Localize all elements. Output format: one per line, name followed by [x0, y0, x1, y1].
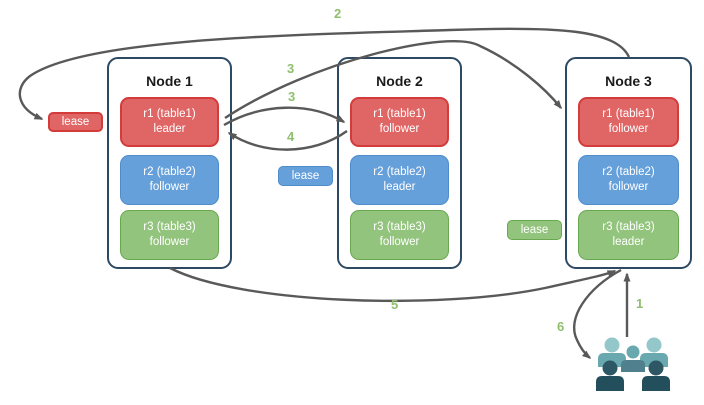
node-3-replica-r3: r3 (table3) leader [578, 210, 679, 260]
replica-role: leader [612, 236, 645, 248]
step-number-2: 2 [334, 6, 342, 21]
replica-label: r2 (table2) [373, 166, 426, 179]
step-number-5: 5 [391, 297, 399, 312]
replica-role: follower [149, 236, 190, 248]
step-number-6: 6 [557, 319, 565, 334]
replica-role: follower [149, 181, 190, 193]
node-3: Node 3 r1 (table1) follower r2 (table2) … [565, 57, 692, 269]
replica-label: r1 (table1) [143, 108, 196, 121]
step-number-3b: 3 [288, 89, 296, 104]
lease-badge-green: lease [507, 220, 562, 240]
step-number-3a: 3 [287, 61, 295, 76]
node-1-replica-r1: r1 (table1) leader [120, 97, 219, 147]
replica-role: follower [608, 123, 649, 135]
replica-role: leader [153, 123, 186, 135]
replica-label: r3 (table3) [373, 221, 426, 234]
node-3-replica-r2: r2 (table2) follower [578, 155, 679, 205]
node-1: Node 1 r1 (table1) leader r2 (table2) fo… [107, 57, 232, 269]
step-number-4: 4 [287, 129, 295, 144]
lease-badge-blue: lease [278, 166, 333, 186]
replica-role: follower [379, 123, 420, 135]
node-3-replica-r1: r1 (table1) follower [578, 97, 679, 147]
replica-label: r2 (table2) [602, 166, 655, 179]
arrow-step-5-node1-to-node3 [169, 266, 617, 303]
node-1-replica-r2: r2 (table2) follower [120, 155, 219, 205]
arrow-step-3-node1-to-node2 [223, 106, 346, 127]
replica-label: r3 (table3) [143, 221, 196, 234]
node-2-title: Node 2 [376, 73, 423, 89]
replica-label: r3 (table3) [602, 221, 655, 234]
replica-role: leader [383, 181, 416, 193]
replica-label: r1 (table1) [602, 108, 655, 121]
node-2-replica-r1: r1 (table1) follower [350, 97, 449, 147]
node-2: Node 2 r1 (table1) follower r2 (table2) … [337, 57, 462, 269]
replica-label: r2 (table2) [143, 166, 196, 179]
lease-badge-red: lease [48, 112, 103, 132]
node-1-title: Node 1 [146, 73, 193, 89]
node-1-replica-r3: r3 (table3) follower [120, 210, 219, 260]
step-number-1: 1 [636, 296, 644, 311]
replica-role: follower [379, 236, 420, 248]
node-3-title: Node 3 [605, 73, 652, 89]
users-icon [596, 337, 670, 391]
node-2-replica-r2: r2 (table2) leader [350, 155, 449, 205]
replica-role: follower [608, 181, 649, 193]
replica-label: r1 (table1) [373, 108, 426, 121]
node-2-replica-r3: r3 (table3) follower [350, 210, 449, 260]
